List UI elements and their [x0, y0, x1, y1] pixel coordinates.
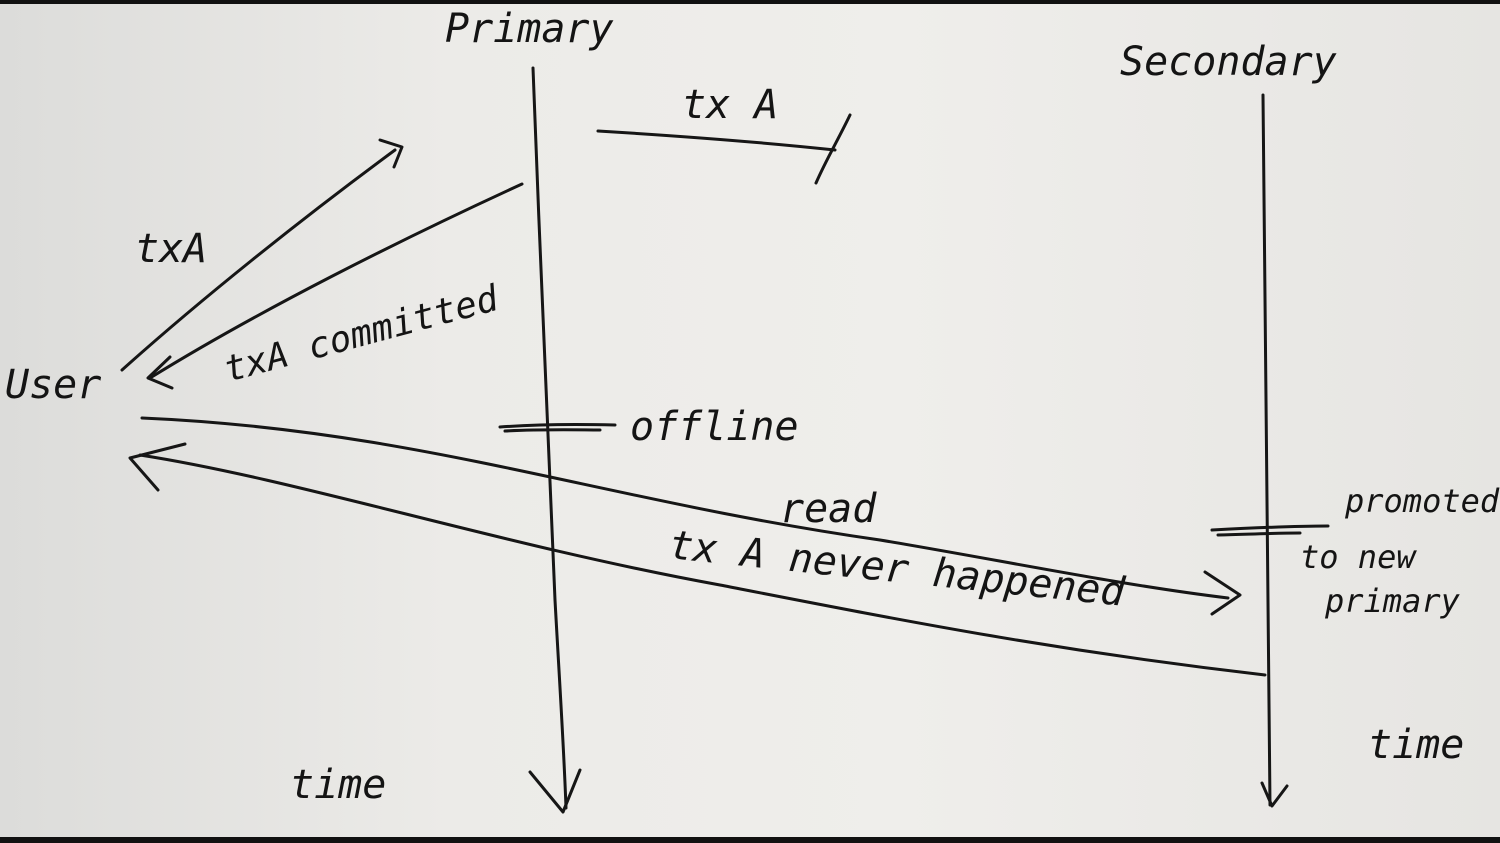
primary-offline-mark — [498, 422, 617, 429]
secondary-timeline-arrowhead — [1260, 781, 1289, 808]
primary-label: Primary — [445, 6, 614, 52]
primary-timeline — [531, 66, 568, 810]
secondary-promoted-mark — [1210, 524, 1330, 532]
read-label: read — [780, 486, 877, 532]
tx-a-committed-arrow — [148, 182, 524, 380]
tx-a-replication-label: tx A — [682, 82, 778, 128]
secondary-label: Secondary — [1120, 39, 1337, 85]
promoted-label-line2: to new — [1300, 538, 1417, 576]
tx-a-committed-label: txA committed — [220, 278, 504, 391]
secondary-time-label: time — [1368, 722, 1464, 768]
tx-a-replication-cut-mark — [814, 113, 852, 185]
secondary-timeline — [1261, 93, 1272, 807]
offline-label: offline — [630, 404, 799, 450]
tx-a-replication-line — [596, 129, 837, 152]
tx-a-never-happened-label: tx A never happened — [667, 522, 1128, 616]
tx-a-committed-arrowhead — [146, 355, 174, 390]
read-request-arrowhead — [1203, 570, 1242, 616]
tx-a-never-happened-arrowhead — [128, 442, 187, 492]
read-request-arrow — [140, 416, 1230, 600]
secondary-promoted-mark-2 — [1216, 531, 1302, 537]
primary-offline-mark-2 — [503, 428, 602, 433]
primary-timeline-arrowhead — [528, 768, 582, 814]
tx-a-request-label: txA — [135, 226, 207, 272]
promoted-label-line3: primary — [1324, 582, 1461, 620]
promoted-label-line1: promoted — [1344, 482, 1500, 520]
tx-a-never-happened-arrow — [138, 453, 1267, 677]
primary-time-label: time — [290, 762, 386, 808]
user-label: User — [5, 362, 101, 408]
tx-a-request-arrow — [120, 148, 397, 372]
tx-a-request-arrowhead — [378, 138, 404, 169]
